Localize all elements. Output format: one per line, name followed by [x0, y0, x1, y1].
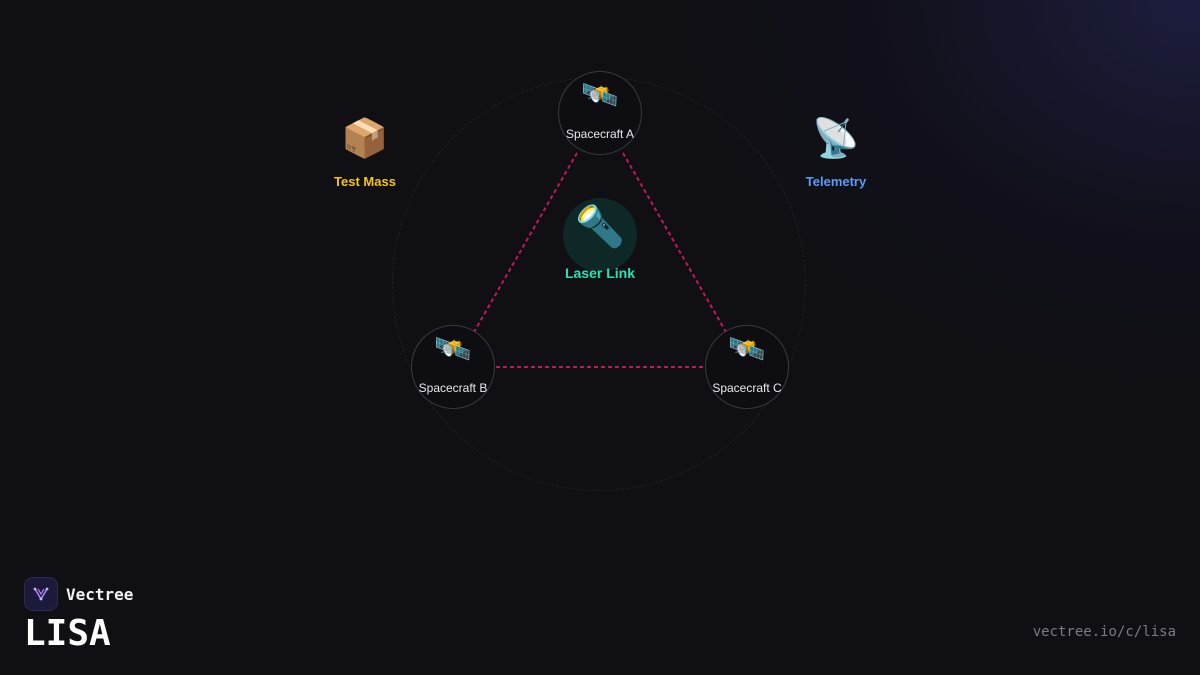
page-title: LISA: [24, 613, 111, 654]
package-icon: 📦: [341, 116, 389, 160]
spacecraft-b-node[interactable]: 🛰️ Spacecraft B: [411, 325, 495, 409]
laser-link-label: Laser Link: [564, 265, 636, 281]
brand: Vectree: [24, 577, 133, 611]
flashlight-icon: 🔦: [575, 204, 625, 250]
satellite-icon: 🛰️: [728, 332, 766, 367]
satellite-icon: 🛰️: [581, 78, 619, 113]
spacecraft-c-label: Spacecraft C: [712, 381, 782, 395]
brand-name: Vectree: [66, 584, 134, 604]
spacecraft-a-node[interactable]: 🛰️ Spacecraft A: [558, 71, 642, 155]
satellite-icon: 🛰️: [434, 332, 472, 367]
source-url[interactable]: vectree.io/c/lisa: [1032, 624, 1176, 640]
spacecraft-c-node[interactable]: 🛰️ Spacecraft C: [705, 325, 789, 409]
telemetry-item[interactable]: 📡 Telemetry: [776, 116, 896, 189]
laser-link-node[interactable]: 🔦: [563, 198, 637, 272]
telemetry-label: Telemetry: [805, 174, 867, 189]
vectree-logo-icon: [24, 577, 58, 611]
spacecraft-b-label: Spacecraft B: [418, 381, 488, 395]
spacecraft-a-label: Spacecraft A: [565, 127, 635, 141]
link-a-b: [473, 152, 578, 333]
satellite-dish-icon: 📡: [812, 116, 860, 160]
test-mass-label: Test Mass: [334, 174, 396, 189]
test-mass-item[interactable]: 📦 Test Mass: [305, 116, 425, 189]
link-a-c: [622, 152, 727, 333]
